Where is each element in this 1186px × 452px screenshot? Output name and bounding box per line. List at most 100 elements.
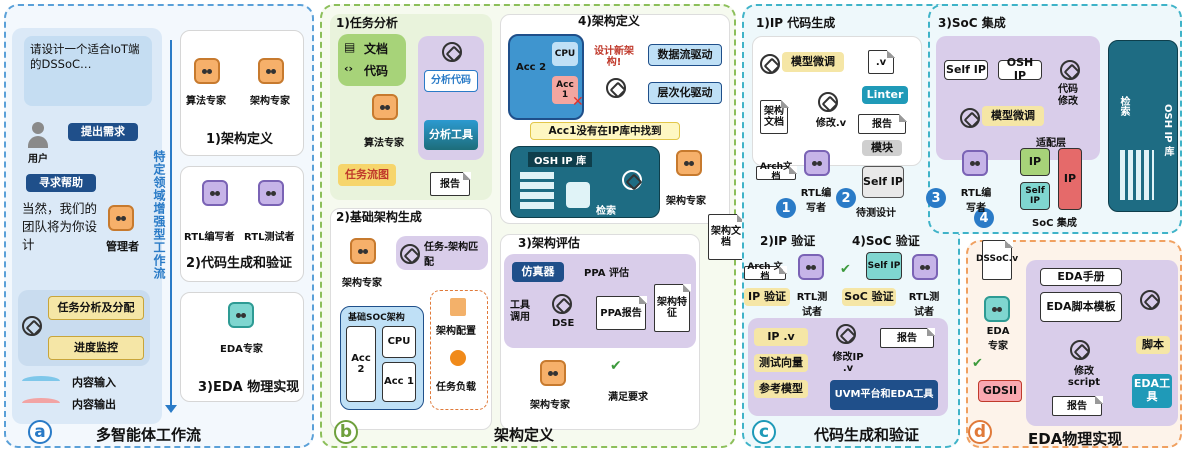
dataflow-driven-box: 数据流驱动 bbox=[648, 44, 722, 66]
seek-help-tag: 寻求帮助 bbox=[26, 174, 96, 192]
ref-model-box: 参考模型 bbox=[754, 380, 808, 398]
rtl-writer-robot-icon bbox=[202, 180, 228, 206]
db-icon bbox=[566, 182, 590, 208]
acc2-label: Acc 2 bbox=[516, 62, 547, 73]
self-ip-block: Self IP bbox=[862, 166, 904, 198]
clipboard-icon bbox=[450, 298, 466, 316]
eda-manual-box: EDA手册 bbox=[1040, 268, 1122, 286]
acc2-block-b2: Acc 2 bbox=[346, 326, 376, 402]
progress-monitor-box: 进度监控 bbox=[48, 336, 144, 360]
dssoc-v-doc: DSSoC.v bbox=[976, 239, 1018, 280]
panel-c-title: 代码生成和验证 bbox=[814, 426, 920, 444]
module-box: 模块 bbox=[862, 140, 902, 156]
b-arch-expert-label: 架构专家 bbox=[666, 196, 706, 207]
algo-expert-robot-icon bbox=[372, 94, 398, 120]
modify-v-label: 修改.v bbox=[815, 118, 847, 129]
algo-expert-robot-icon bbox=[194, 58, 220, 84]
task-assign-box: 任务分析及分配 bbox=[48, 296, 144, 320]
base-soc-label: 基础SOC架构 bbox=[348, 313, 405, 323]
code-modify-label: 代码修改 bbox=[1058, 84, 1078, 107]
gpt-logo-icon-b4 bbox=[606, 78, 626, 98]
arch-expert-robot-icon-b bbox=[676, 150, 702, 176]
c-search-label: 检索 bbox=[1118, 96, 1129, 116]
arch-feature-doc: 架构特征 bbox=[654, 283, 691, 332]
cpu-block-b2: CPU bbox=[382, 326, 416, 358]
b-algo-expert-label: 算法专家 bbox=[364, 138, 404, 149]
legend-output: 内容输出 bbox=[72, 398, 116, 411]
gpt-logo-icon-c3 bbox=[1060, 60, 1080, 80]
modify-ip-v-label: 修改IP .v bbox=[832, 352, 864, 374]
acc1-block-b2: Acc 1 bbox=[382, 362, 416, 402]
test-vector-box: 测试向量 bbox=[754, 354, 808, 372]
step-circle-4: 4 bbox=[974, 208, 994, 228]
soc-integration-box bbox=[936, 36, 1100, 160]
model-finetune-box-2: 模型微调 bbox=[982, 106, 1044, 126]
manager-robot-icon bbox=[108, 205, 134, 231]
adapter-self-ip-block: Self IP bbox=[1020, 182, 1050, 210]
panel-d-letter: d bbox=[968, 420, 992, 444]
output-arrow-icon bbox=[22, 398, 60, 408]
legend-input: 内容输入 bbox=[72, 376, 116, 389]
rtl-tester-label: RTL测试者 bbox=[244, 232, 295, 243]
modify-script-label: 修改script bbox=[1067, 366, 1101, 388]
vertical-arrow bbox=[170, 40, 172, 410]
gpt-logo-icon-c3b bbox=[960, 108, 980, 128]
c-step3-title: 3)SoC 集成 bbox=[938, 16, 1006, 30]
simulator-box: 仿真器 bbox=[512, 262, 564, 282]
c2-report-doc: 报告 bbox=[880, 327, 935, 348]
manager-label: 管理者 bbox=[106, 240, 139, 253]
step-circle-1: 1 bbox=[776, 198, 796, 218]
arch-doc-small: Arch文档 bbox=[756, 162, 797, 182]
gpt-logo-icon-d bbox=[1140, 290, 1160, 310]
input-arrow-icon bbox=[22, 376, 60, 386]
hierarchy-driven-box: 层次化驱动 bbox=[648, 82, 722, 104]
b-arch-expert-label-3: 架构专家 bbox=[530, 400, 570, 411]
c-rtl-tester-label: RTL测试者 bbox=[796, 292, 828, 318]
c-step2-title: 2)IP 验证 bbox=[760, 234, 816, 248]
adapter-label: 适配层 bbox=[1036, 138, 1066, 149]
arch-config-label: 架构配置 bbox=[436, 326, 476, 337]
doc-label: 文档 bbox=[364, 42, 389, 56]
b-step2-title: 2)基础架构生成 bbox=[336, 210, 422, 224]
analyze-code-box: 分析代码 bbox=[424, 70, 478, 92]
c-rtl-writer-label: RTL编写者 bbox=[800, 188, 832, 214]
rtl-writer-label: RTL编写者 bbox=[184, 232, 235, 243]
uvm-box: UVM平台和EDA工具 bbox=[830, 380, 938, 410]
eda-tool-box: EDA工具 bbox=[1132, 374, 1172, 408]
user-icon bbox=[28, 122, 48, 148]
panel-a-letter: a bbox=[28, 420, 52, 444]
gdsii-box: GDSII bbox=[978, 380, 1022, 402]
arch-expert-robot-icon bbox=[258, 58, 284, 84]
c-rtl-tester-label-2: RTL测试者 bbox=[908, 292, 940, 318]
c-server-icon bbox=[1120, 150, 1154, 200]
gpt-logo-icon bbox=[442, 42, 462, 62]
search-label: 检索 bbox=[596, 206, 616, 217]
model-finetune-box: 模型微调 bbox=[782, 52, 844, 72]
b-step3-title: 3)架构评估 bbox=[518, 236, 580, 250]
c-osh-ip-lib-label: OSH IP 库 bbox=[1162, 104, 1173, 157]
c-rtl-writer-label-2: RTL编写者 bbox=[960, 188, 992, 214]
script-box: 脚本 bbox=[1136, 336, 1170, 354]
eda-script-tpl-box: EDA脚本模板 bbox=[1040, 292, 1122, 322]
check-icon-d: ✔ bbox=[972, 356, 983, 371]
arch-expert-label: 架构专家 bbox=[250, 96, 290, 107]
soc-verify-box: SoC 验证 bbox=[842, 288, 896, 306]
gpt-logo-icon-dse bbox=[552, 294, 572, 314]
code-label: 代码 bbox=[364, 64, 389, 78]
load-dot-icon bbox=[450, 350, 466, 366]
b-step4-title: 4)架构定义 bbox=[578, 14, 640, 28]
gpt-logo-icon-b2 bbox=[400, 244, 420, 264]
ip-v-box: IP .v bbox=[754, 328, 808, 346]
task-flow-box: 任务流图 bbox=[338, 164, 396, 186]
chat-bubble-request: 请设计一个适合IoT端的DSSoC… bbox=[24, 36, 152, 106]
panel-b-letter: b bbox=[334, 420, 358, 444]
cpu-block: CPU bbox=[552, 42, 578, 66]
ip-red-block: IP bbox=[1058, 148, 1082, 210]
ip-server-icon bbox=[520, 172, 554, 212]
ip-verify-box: IP 验证 bbox=[744, 288, 790, 306]
soc-integration-label: SoC 集成 bbox=[1032, 218, 1077, 229]
d-eda-expert-label: EDA专家 bbox=[986, 326, 1010, 352]
eda-expert-label: EDA专家 bbox=[220, 344, 263, 355]
eda-expert-robot-icon bbox=[228, 302, 254, 328]
doc-icon: ▤ bbox=[344, 40, 356, 54]
